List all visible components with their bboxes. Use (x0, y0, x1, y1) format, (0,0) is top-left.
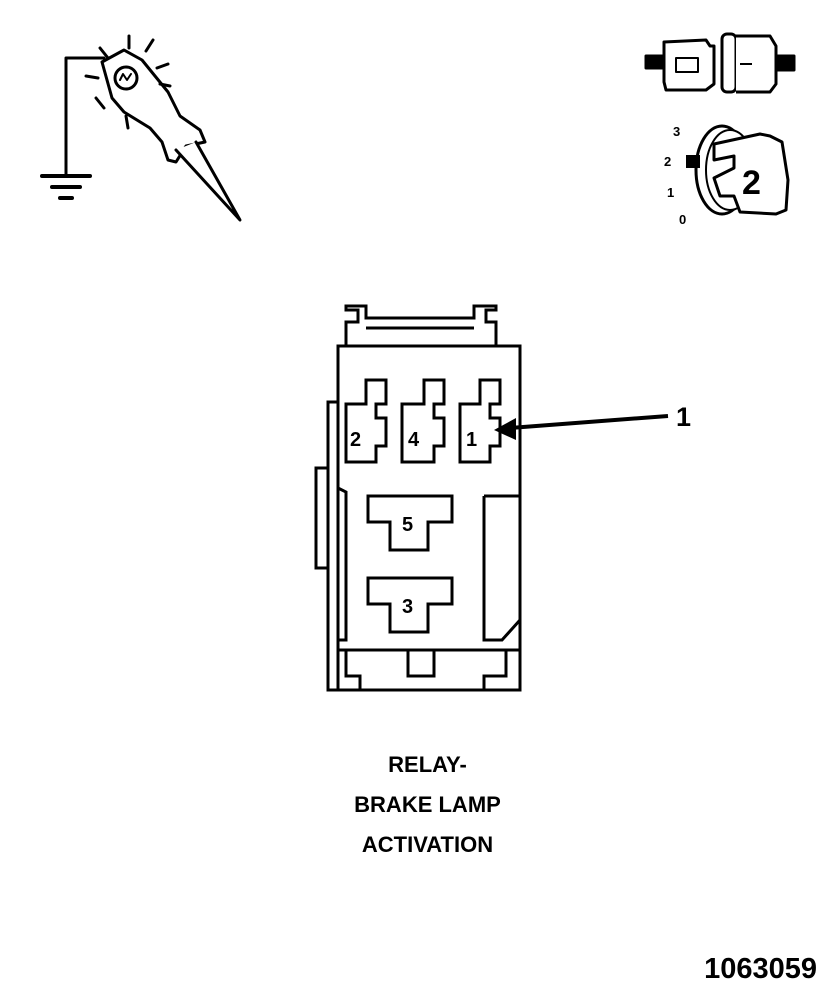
terminal-1-cavity (458, 378, 502, 464)
ground-symbol-icon (40, 174, 92, 200)
terminal-2-cavity (344, 378, 388, 464)
terminal-label-2: 2 (350, 429, 361, 451)
terminal-label-5: 5 (402, 514, 413, 536)
disconnected-connector-icon (644, 32, 796, 94)
terminal-4-cavity (400, 378, 446, 464)
callout-label: 1 (676, 402, 691, 432)
callout-arrow (494, 414, 669, 440)
terminal-label-4: 4 (408, 429, 420, 451)
terminal-5-cavity (366, 494, 454, 552)
caption-line-3: ACTIVATION (361, 832, 494, 857)
ignition-position-1: 1 (667, 185, 674, 200)
terminal-label-1: 1 (466, 429, 477, 451)
ignition-position-2: 2 (664, 154, 671, 169)
caption-line-2: BRAKE LAMP (354, 792, 501, 817)
relay-connector (314, 304, 522, 692)
caption-line-1: RELAY- (388, 752, 467, 777)
terminal-label-3: 3 (402, 596, 413, 618)
ignition-key-icon: 3 2 1 0 2 (664, 124, 790, 227)
ignition-position-0: 0 (679, 212, 686, 227)
terminal-3-cavity (366, 576, 454, 634)
ignition-position-3: 3 (673, 124, 680, 139)
figure-number: 1063059 (704, 953, 817, 985)
test-light-probe-icon (40, 34, 242, 222)
ignition-key-label: 2 (742, 164, 761, 202)
